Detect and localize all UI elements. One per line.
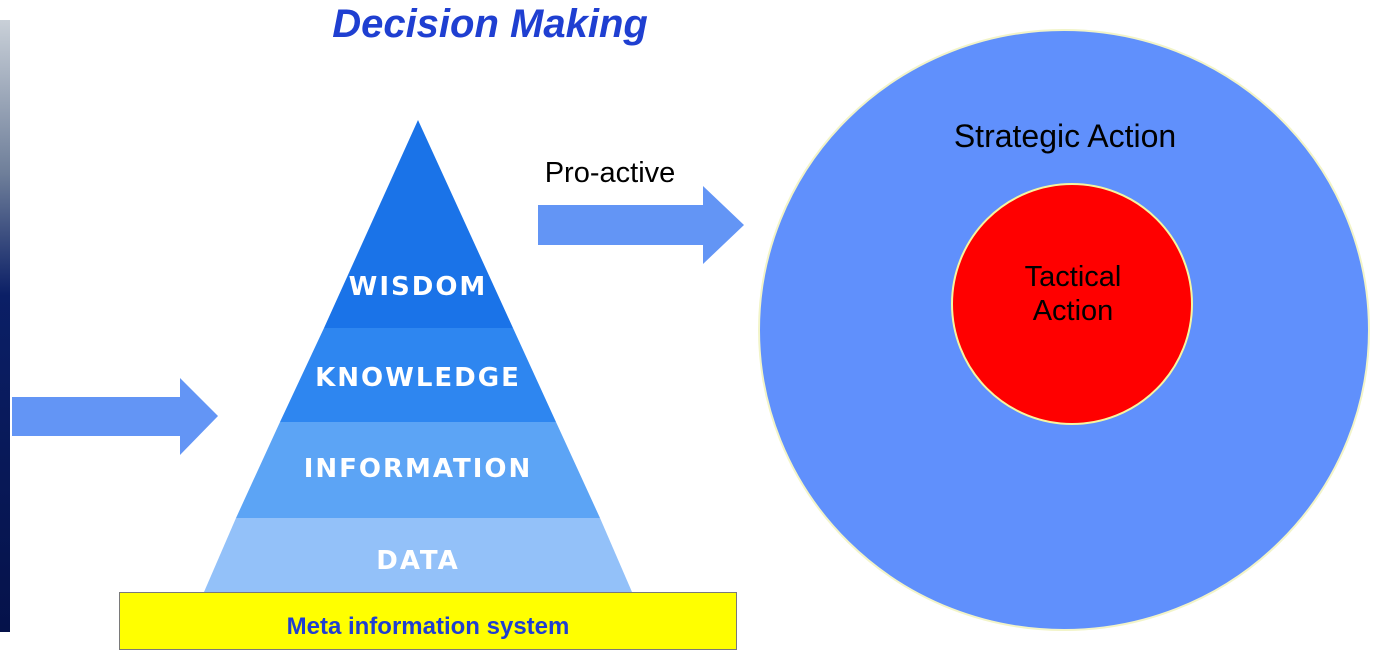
tier-label-information: INFORMATION	[303, 454, 533, 484]
meta-information-box: Meta information system	[119, 592, 737, 650]
tactical-action-circle	[951, 183, 1193, 425]
strategic-action-label: Strategic Action	[953, 118, 1177, 154]
pyramid-tier-knowledge	[280, 328, 556, 422]
tier-label-wisdom: WISDOM	[348, 272, 488, 302]
pyramid-tier-information	[236, 422, 600, 518]
proactive-arrow	[538, 186, 744, 264]
page-title: Decision Making	[332, 2, 648, 46]
left-edge-image	[0, 20, 10, 632]
tactical-action-label: Tactical Action	[1024, 261, 1122, 327]
input-arrow	[12, 378, 218, 455]
tier-label-data: DATA	[376, 546, 460, 576]
meta-information-label: Meta information system	[286, 613, 570, 640]
proactive-label: Pro-active	[544, 157, 676, 189]
pyramid-tier-data	[204, 518, 632, 592]
tier-label-knowledge: KNOWLEDGE	[315, 363, 521, 393]
pyramid-tier-wisdom	[324, 120, 513, 328]
